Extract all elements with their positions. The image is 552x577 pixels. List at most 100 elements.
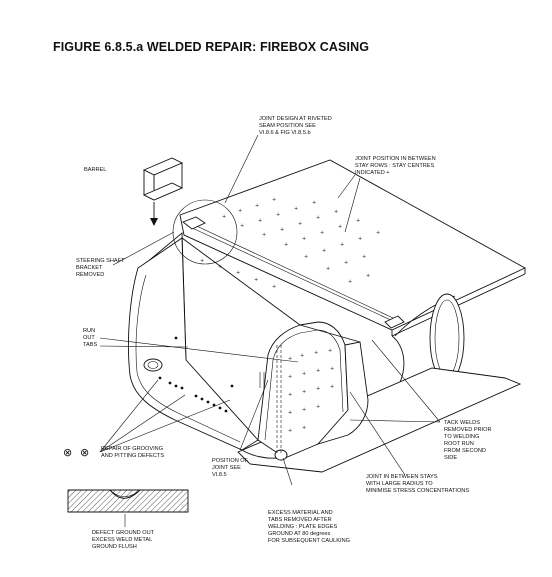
svg-text:BARREL: BARREL [84, 167, 106, 173]
svg-text:GROUND AT 80 degrees: GROUND AT 80 degrees [268, 531, 330, 537]
stay-marker: + [280, 227, 284, 233]
stay-marker: + [288, 392, 292, 398]
stay-marker: + [330, 366, 334, 372]
weld-detail: DEFECT GROUND OUT EXCESS WELD METAL GROU… [67, 489, 189, 550]
svg-text:JOINT DESIGN AT RIVETED: JOINT DESIGN AT RIVETED [259, 116, 332, 122]
stay-marker: + [288, 410, 292, 416]
svg-text:ROOT RUN: ROOT RUN [444, 441, 474, 447]
stay-marker: + [302, 371, 306, 377]
stay-marker: + [330, 384, 334, 390]
svg-text:JOINT POSITION IN BETWEEN: JOINT POSITION IN BETWEEN [355, 156, 436, 162]
stay-marker: + [326, 266, 330, 272]
stay-markers-throat: + + + + + + + + + + + + + + + + + [288, 348, 334, 434]
stay-marker: + [316, 215, 320, 221]
stay-marker: + [356, 218, 360, 224]
svg-text:EXCESS WELD METAL: EXCESS WELD METAL [92, 537, 152, 543]
label-position-joint: POSITION OF JOINT SEE VI.8.5 [212, 458, 249, 478]
stay-marker: + [320, 230, 324, 236]
label-joint-design: JOINT DESIGN AT RIVETED SEAM POSITION SE… [259, 116, 332, 136]
barrel-shell [179, 159, 526, 337]
stay-marker: + [218, 264, 222, 270]
svg-text:MINIMISE STRESS CONCENTRATIONS: MINIMISE STRESS CONCENTRATIONS [366, 488, 469, 494]
svg-text:POSITION OF: POSITION OF [212, 458, 249, 464]
svg-text:REMOVED PRIOR: REMOVED PRIOR [444, 427, 492, 433]
svg-text:RUN: RUN [83, 328, 95, 334]
stay-marker: + [276, 212, 280, 218]
stay-marker: + [272, 197, 276, 203]
figure-title: FIGURE 6.8.5.a WELDED REPAIR: FIREBOX CA… [53, 40, 370, 54]
stay-marker: + [302, 389, 306, 395]
stay-marker: + [300, 353, 304, 359]
label-joint-stays: JOINT IN BETWEEN STAYS WITH LARGE RADIUS… [366, 474, 469, 494]
stay-marker: + [294, 206, 298, 212]
stay-marker: + [312, 200, 316, 206]
svg-text:AND PITTING DEFECTS: AND PITTING DEFECTS [101, 453, 164, 459]
repair-marker-icon: ⊗ [80, 446, 89, 459]
stay-marker: + [236, 270, 240, 276]
label-excess: EXCESS MATERIAL AND TABS REMOVED AFTER W… [268, 510, 350, 544]
svg-text:STAY ROWS : STAY CENTRES: STAY ROWS : STAY CENTRES [355, 163, 435, 169]
svg-text:JOINT SEE: JOINT SEE [212, 465, 241, 471]
label-tack-welds: TACK WELDS REMOVED PRIOR TO WELDING ROOT… [444, 420, 492, 461]
svg-text:FROM SECOND: FROM SECOND [444, 448, 486, 454]
svg-text:EXCESS MATERIAL AND: EXCESS MATERIAL AND [268, 510, 333, 516]
stay-marker: + [298, 221, 302, 227]
seam-detail-circle [172, 199, 238, 265]
stay-marker: + [255, 203, 259, 209]
stay-marker: + [314, 350, 318, 356]
stay-marker: + [334, 209, 338, 215]
stay-marker: + [240, 223, 244, 229]
svg-text:STEERING SHAFT: STEERING SHAFT [76, 258, 125, 264]
stay-marker: + [272, 284, 276, 290]
steering-bracket [142, 157, 184, 226]
repair-marker-icon: ⊗ [63, 446, 72, 459]
svg-text:JOINT IN BETWEEN STAYS: JOINT IN BETWEEN STAYS [366, 474, 438, 480]
label-repair: ⊗ ⊗ REPAIR OF GROOVING AND PITTING DEFEC… [63, 446, 164, 459]
stay-marker: + [366, 273, 370, 279]
svg-text:INDICATED +: INDICATED + [355, 170, 390, 176]
stay-marker: + [302, 236, 306, 242]
stay-marker: + [302, 407, 306, 413]
stay-marker: + [338, 224, 342, 230]
stay-marker: + [344, 260, 348, 266]
joint-dashes [259, 345, 282, 455]
stay-marker: + [316, 404, 320, 410]
svg-text:FOR SUBSEQUENT CAULKING: FOR SUBSEQUENT CAULKING [268, 538, 350, 544]
svg-text:REMOVED: REMOVED [76, 272, 104, 278]
stay-marker: + [358, 236, 362, 242]
stay-marker: + [284, 242, 288, 248]
stay-marker: + [362, 254, 366, 260]
stay-marker: + [222, 214, 226, 220]
stay-marker: + [238, 208, 242, 214]
stay-marker: + [200, 258, 204, 264]
firebox-box [127, 232, 369, 461]
firehole [143, 358, 163, 372]
label-run-out-tabs: RUN OUT TABS [83, 328, 97, 348]
stay-marker: + [322, 248, 326, 254]
stay-marker: + [302, 425, 306, 431]
leader-lines [99, 134, 441, 486]
svg-text:TO WELDING: TO WELDING [444, 434, 479, 440]
svg-text:VI.8.6 & FIG VI.8.5.b: VI.8.6 & FIG VI.8.5.b [259, 130, 311, 136]
stay-marker: + [288, 374, 292, 380]
svg-text:SEAM POSITION SEE: SEAM POSITION SEE [259, 123, 316, 129]
stay-marker: + [258, 218, 262, 224]
stay-marker: + [340, 242, 344, 248]
stay-marker: + [376, 230, 380, 236]
stay-marker: + [288, 428, 292, 434]
label-steering-bracket: STEERING SHAFT BRACKET REMOVED [76, 258, 125, 278]
label-barrel: BARREL [84, 167, 106, 173]
svg-text:WITH LARGE RADIUS TO: WITH LARGE RADIUS TO [366, 481, 433, 487]
svg-text:TACK WELDS: TACK WELDS [444, 420, 480, 426]
stay-marker: + [316, 386, 320, 392]
stay-marker: + [304, 254, 308, 260]
stay-marker: + [262, 232, 266, 238]
stay-marker: + [328, 348, 332, 354]
svg-text:SIDE: SIDE [444, 455, 457, 461]
stay-marker: + [254, 277, 258, 283]
stay-marker: + [348, 279, 352, 285]
svg-text:GROUND FLUSH: GROUND FLUSH [92, 544, 137, 550]
svg-text:REPAIR OF GROOVING: REPAIR OF GROOVING [101, 446, 163, 452]
stay-marker: + [288, 356, 292, 362]
